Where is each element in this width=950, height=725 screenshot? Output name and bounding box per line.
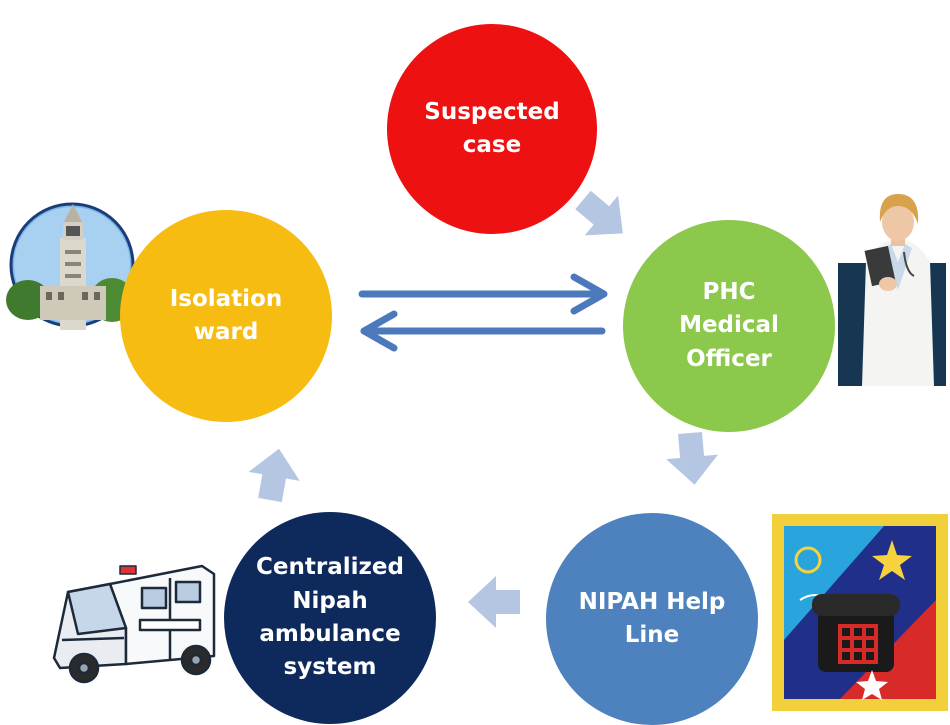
doctor-icon [838, 194, 946, 386]
node-label-line: Officer [686, 345, 772, 372]
flow-arrow-ambulance-to-isolation [248, 448, 300, 503]
flow-arrow-phc-to-helpline [666, 431, 718, 485]
node-label-line: system [283, 654, 377, 681]
node-label-line: ambulance [259, 621, 401, 647]
node-label-line: Suspected [424, 98, 560, 125]
node-label-line: Line [624, 622, 680, 648]
node-label-line: Centralized [256, 554, 404, 581]
flow-arrow-suspected-to-phc [575, 190, 623, 236]
hospital-building-icon [6, 202, 135, 330]
node-phc-medical-officer: PHC Medical Officer [623, 220, 835, 432]
node-label-line: ward [193, 319, 259, 345]
node-label-line: PHC [702, 278, 756, 305]
node-isolation-ward: Isolation ward [120, 210, 332, 422]
node-label-line: case [462, 132, 522, 158]
node-nipah-help-line: NIPAH Help Line [546, 513, 758, 725]
node-nipah-help-line-label: NIPAH Help Line [579, 586, 726, 653]
node-label-line: Medical [679, 312, 779, 339]
flow-arrow-helpline-to-ambulance [468, 576, 520, 628]
node-phc-medical-officer-label: PHC Medical Officer [679, 276, 779, 376]
node-isolation-ward-label: Isolation ward [170, 283, 283, 350]
node-label-line: Nipah [292, 587, 368, 614]
telephone-stamp-icon [772, 514, 948, 711]
node-label-line: Isolation [169, 285, 283, 312]
node-suspected-case-label: Suspected case [424, 96, 559, 163]
node-label-line: NIPAH Help [578, 588, 726, 615]
node-centralized-ambulance-label: Centralized Nipah ambulance system [256, 551, 404, 684]
arrow-isolation-to-phc [358, 273, 608, 315]
node-centralized-ambulance: Centralized Nipah ambulance system [224, 512, 436, 724]
ambulance-icon [52, 564, 216, 684]
arrow-phc-to-isolation [360, 310, 606, 352]
node-suspected-case: Suspected case [387, 24, 597, 234]
